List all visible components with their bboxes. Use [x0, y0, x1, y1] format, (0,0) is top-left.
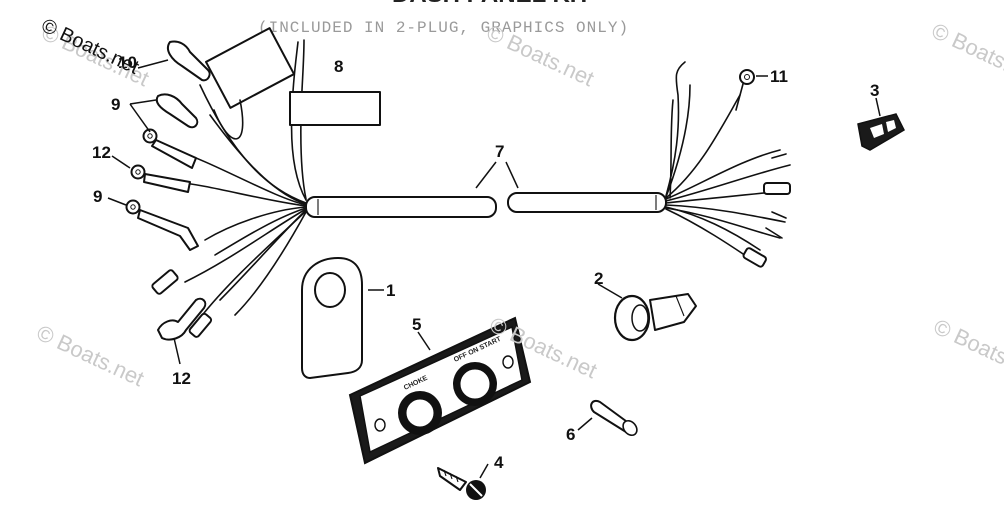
callout-labels: 1 2 3 4 5 6 7 8 9 9 10 11 12 12 [92, 53, 879, 472]
sleeve [590, 400, 638, 437]
callout-3: 3 [870, 81, 879, 100]
spade-terminal [151, 269, 179, 295]
watermark: © Boats.net [928, 18, 1004, 89]
diagram-title: DASH PANEL KIT [392, 0, 591, 8]
callout-1: 1 [386, 281, 395, 300]
right-wire-bundle [665, 61, 791, 263]
grommet-clip [613, 293, 697, 342]
diagram-subtitle: (INCLUDED IN 2-PLUG, GRAPHICS ONLY) [258, 19, 629, 37]
callout-9a: 9 [111, 95, 120, 114]
spade-terminal [188, 312, 213, 338]
harness-sheath-left [305, 196, 497, 218]
tape-strip-8 [289, 91, 381, 126]
callout-4: 4 [494, 453, 504, 472]
tape-strip [205, 27, 295, 109]
callout-8: 8 [334, 57, 343, 76]
callout-6: 6 [566, 425, 575, 444]
wire-connector [857, 113, 905, 151]
bullet-connector-10 [166, 40, 211, 82]
ring-terminal-11 [735, 69, 755, 111]
spade-terminal [742, 247, 767, 268]
callout-12a: 12 [92, 143, 111, 162]
ring-terminal-12 [130, 164, 191, 193]
callout-5: 5 [412, 315, 421, 334]
callout-7: 7 [495, 142, 504, 161]
callout-2: 2 [594, 269, 603, 288]
callout-12b: 12 [172, 369, 191, 388]
callout-11: 11 [770, 67, 788, 86]
watermark: © Boats.net [930, 314, 1004, 385]
ring-terminal-9 [142, 128, 197, 169]
spade-terminal [763, 182, 791, 195]
left-wire-bundle [169, 39, 307, 319]
dash-plate: CHOKE OFF ON START [348, 316, 532, 465]
bullet-connector-9a [155, 93, 199, 129]
harness-sheath-right [507, 192, 667, 213]
screw [437, 467, 486, 500]
watermark: © Boats.net [33, 320, 148, 391]
callout-10: 10 [118, 53, 137, 72]
ring-terminal-9b [125, 199, 199, 251]
wire-harness [125, 39, 791, 341]
callout-9b: 9 [93, 187, 102, 206]
mounting-bracket [301, 257, 363, 379]
callout-leaders [107, 59, 881, 479]
